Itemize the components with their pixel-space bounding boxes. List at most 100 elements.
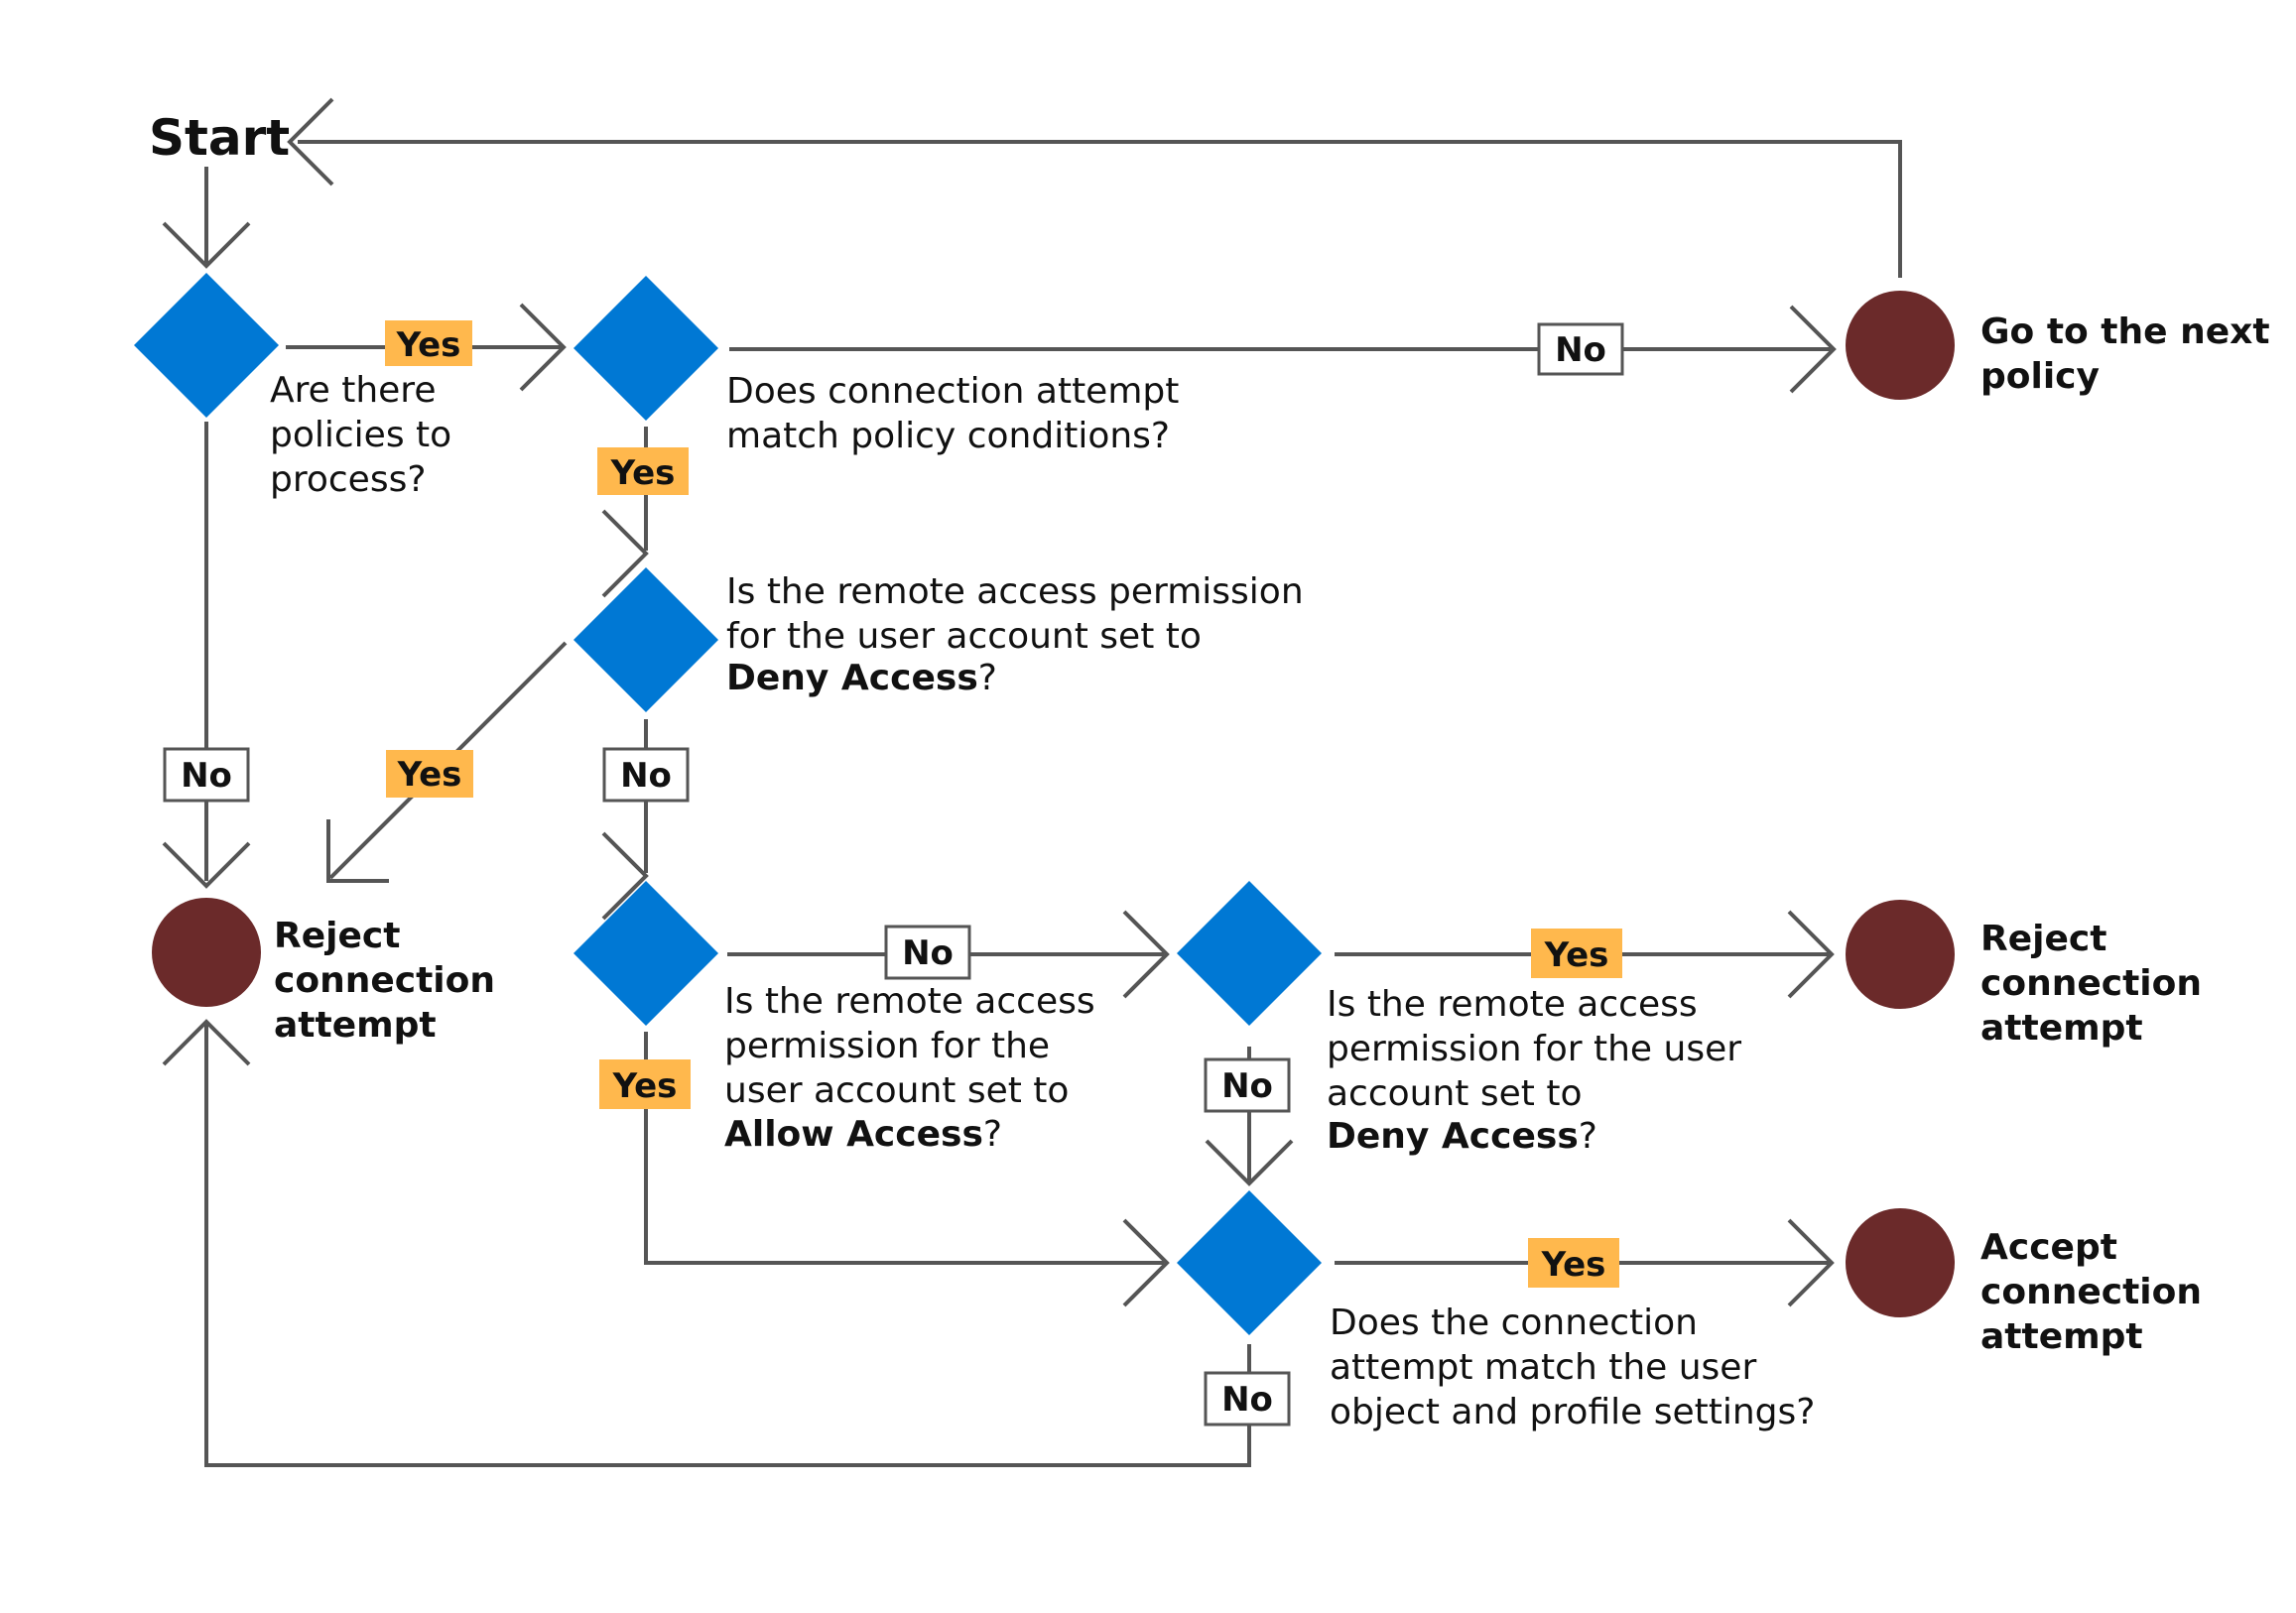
label-reject-right-line-3: attempt bbox=[1980, 1008, 2143, 1049]
question-deny-bold: Deny Access bbox=[726, 658, 978, 698]
arrowhead-down-deny bbox=[601, 509, 649, 598]
label-accept-line-1: Accept bbox=[1980, 1227, 2117, 1268]
question-policies-line-3: process? bbox=[270, 459, 426, 500]
svg-text:No: No bbox=[1555, 330, 1606, 370]
arrowhead-right-deny2 bbox=[1122, 910, 1170, 999]
badge-no-deny: No bbox=[602, 747, 690, 803]
question-deny2-suffix: ? bbox=[1579, 1116, 1597, 1157]
label-reject-left: Reject connection attempt bbox=[274, 916, 495, 1046]
arrowhead-right-match bbox=[519, 303, 567, 392]
badge-no-profile: No bbox=[1204, 1371, 1291, 1427]
arrowheads bbox=[162, 97, 1837, 1307]
question-deny-line-3: Deny Access? bbox=[726, 658, 997, 698]
question-allow-suffix: ? bbox=[983, 1114, 1002, 1155]
svg-text:No: No bbox=[1221, 1066, 1273, 1106]
question-policies-line-2: policies to bbox=[270, 415, 451, 455]
label-next-policy-line-2: policy bbox=[1980, 356, 2100, 397]
label-accept: Accept connection attempt bbox=[1980, 1227, 2202, 1357]
decision-deny2-diamond bbox=[1177, 881, 1322, 1026]
arrowhead-right-reject-right bbox=[1787, 910, 1835, 999]
start-label: Start bbox=[149, 109, 290, 167]
terminal-nodes bbox=[152, 291, 1955, 1317]
question-deny2-line-3: account set to bbox=[1327, 1073, 1582, 1114]
question-allow-line-2: permission for the bbox=[724, 1026, 1050, 1066]
label-next-policy: Go to the next policy bbox=[1980, 311, 2270, 397]
question-allow-line-1: Is the remote access bbox=[724, 981, 1095, 1022]
terminal-next-policy-circle bbox=[1846, 291, 1955, 400]
badge-no-deny2: No bbox=[1204, 1057, 1291, 1113]
svg-text:No: No bbox=[620, 756, 672, 796]
question-allow-line-4: Allow Access? bbox=[724, 1114, 1002, 1155]
arrowhead-down-policies bbox=[162, 221, 251, 269]
question-policies: Are there policies to process? bbox=[270, 370, 451, 500]
question-deny2: Is the remote access permission for the … bbox=[1327, 984, 1741, 1157]
label-reject-right-line-2: connection bbox=[1980, 963, 2202, 1004]
question-deny2-line-1: Is the remote access bbox=[1327, 984, 1698, 1025]
question-profile-line-1: Does the connection bbox=[1330, 1303, 1698, 1343]
svg-text:Yes: Yes bbox=[610, 453, 676, 493]
svg-text:Yes: Yes bbox=[397, 755, 462, 795]
decision-match-diamond bbox=[574, 276, 718, 421]
question-match-line-2: match policy conditions? bbox=[726, 416, 1170, 456]
svg-text:No: No bbox=[902, 933, 954, 973]
badge-yes-profile: Yes bbox=[1528, 1238, 1619, 1288]
arrowhead-right-profile bbox=[1122, 1218, 1170, 1307]
label-reject-right-line-1: Reject bbox=[1980, 919, 2106, 959]
arrowhead-down-reject bbox=[162, 841, 251, 889]
label-reject-right: Reject connection attempt bbox=[1980, 919, 2202, 1049]
badges: Yes Yes Yes Yes Yes Yes No No bbox=[163, 320, 1624, 1427]
badge-yes-policies: Yes bbox=[385, 320, 472, 366]
svg-text:No: No bbox=[181, 756, 232, 796]
decision-policies-diamond bbox=[134, 273, 279, 418]
label-reject-left-line-3: attempt bbox=[274, 1005, 437, 1046]
terminal-reject-right-circle bbox=[1846, 900, 1955, 1009]
question-deny: Is the remote access permission for the … bbox=[726, 571, 1304, 698]
question-deny-suffix: ? bbox=[978, 658, 997, 698]
terminal-accept-circle bbox=[1846, 1208, 1955, 1317]
svg-text:No: No bbox=[1221, 1380, 1273, 1420]
badge-yes-deny: Yes bbox=[386, 750, 473, 798]
svg-text:Yes: Yes bbox=[1541, 1245, 1606, 1285]
arrowhead-up-reject bbox=[162, 1019, 251, 1066]
connector-next-policy-to-start bbox=[298, 140, 1902, 278]
badge-yes-match: Yes bbox=[597, 447, 689, 495]
svg-text:Yes: Yes bbox=[396, 325, 461, 365]
decision-allow-diamond bbox=[574, 881, 718, 1026]
label-next-policy-line-1: Go to the next bbox=[1980, 311, 2270, 352]
question-profile-line-3: object and profile settings? bbox=[1330, 1392, 1815, 1432]
label-accept-line-3: attempt bbox=[1980, 1316, 2143, 1357]
question-deny2-line-2: permission for the user bbox=[1327, 1029, 1741, 1069]
badge-yes-deny2: Yes bbox=[1531, 929, 1622, 978]
badge-no-allow: No bbox=[884, 925, 971, 980]
arrowhead-right-next-policy bbox=[1789, 305, 1837, 394]
svg-text:Yes: Yes bbox=[612, 1066, 678, 1106]
question-allow-bold: Allow Access bbox=[724, 1114, 983, 1155]
label-reject-left-line-2: connection bbox=[274, 960, 495, 1001]
question-policies-line-1: Are there bbox=[270, 370, 436, 411]
question-match: Does connection attempt match policy con… bbox=[726, 371, 1179, 456]
question-deny-line-2: for the user account set to bbox=[726, 616, 1202, 657]
label-reject-left-line-1: Reject bbox=[274, 916, 400, 956]
question-allow: Is the remote access permission for the … bbox=[724, 981, 1095, 1155]
decision-nodes bbox=[134, 273, 1322, 1335]
badge-no-match: No bbox=[1537, 322, 1624, 376]
badge-no-policies: No bbox=[163, 747, 250, 803]
arrowhead-diagonal-reject bbox=[326, 819, 389, 883]
terminal-reject-left-circle bbox=[152, 898, 261, 1007]
question-deny-line-1: Is the remote access permission bbox=[726, 571, 1304, 612]
label-accept-line-2: connection bbox=[1980, 1272, 2202, 1312]
svg-text:Yes: Yes bbox=[1544, 935, 1609, 975]
decision-profile-diamond bbox=[1177, 1190, 1322, 1335]
arrowhead-down-profile bbox=[1205, 1139, 1294, 1186]
question-allow-line-3: user account set to bbox=[724, 1070, 1069, 1111]
question-deny2-bold: Deny Access bbox=[1327, 1116, 1579, 1157]
badge-yes-allow: Yes bbox=[599, 1059, 691, 1109]
question-profile: Does the connection attempt match the us… bbox=[1330, 1303, 1815, 1432]
arrowhead-left-start bbox=[287, 97, 334, 186]
arrowhead-down-allow bbox=[601, 831, 649, 921]
question-match-line-1: Does connection attempt bbox=[726, 371, 1179, 412]
decision-deny-diamond bbox=[574, 567, 718, 712]
question-profile-line-2: attempt match the user bbox=[1330, 1347, 1756, 1388]
arrowhead-right-accept bbox=[1787, 1218, 1835, 1307]
